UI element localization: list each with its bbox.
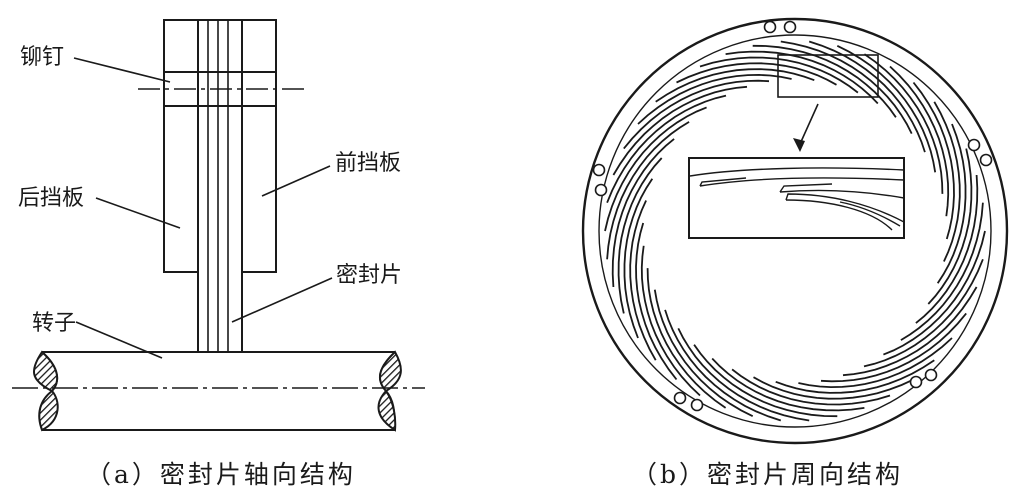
seal-lamella (655, 68, 815, 103)
seal-lamella (623, 79, 770, 150)
seal-lamella (731, 368, 891, 406)
outer-ring (581, 17, 1009, 445)
seal-lamella (676, 62, 837, 86)
seal-lamella (808, 40, 926, 153)
rotor-hatch-right (378, 350, 402, 393)
zoom-arrowhead (793, 138, 805, 152)
seal-lamella (617, 157, 663, 314)
rivet (164, 71, 276, 107)
front-plate (241, 19, 277, 273)
panel-b-circumferential-diagram (581, 17, 1009, 445)
detail-highlight-box (777, 54, 879, 98)
seal-lamella (900, 202, 984, 341)
bolt-hole (690, 398, 704, 412)
seal-lamella (606, 121, 690, 260)
seal-lamella (912, 81, 955, 240)
seal-lamella (836, 44, 937, 173)
seal-lamella (629, 200, 657, 361)
bolt-holes (592, 20, 993, 412)
label-back-plate: 后挡板 (18, 186, 84, 211)
seal-lamella (863, 258, 984, 368)
seal-lamella (611, 138, 675, 288)
seal-lamella (606, 94, 727, 204)
panel-a-axial-diagram (12, 19, 425, 432)
seal-lamella (637, 73, 792, 125)
bolt-hole (763, 20, 777, 34)
leader-lines (73, 57, 333, 359)
seal-lamella (883, 230, 986, 356)
seal-lamella (798, 337, 953, 389)
seal-lamellae (604, 40, 986, 422)
seal-lamella (612, 85, 748, 176)
seal-lamella (863, 53, 944, 194)
detail-zoom-inset (688, 157, 905, 239)
seal-lamella (775, 359, 935, 394)
rotor-hatch-left (33, 350, 59, 393)
bolt-hole (967, 138, 981, 152)
seal-lamella (820, 312, 967, 383)
leader-front-plate (261, 165, 331, 197)
seal-lamella (653, 289, 754, 418)
inner-ring-boundary (598, 34, 992, 428)
bolt-hole (673, 391, 687, 405)
seal-lamella (725, 50, 879, 105)
leader-back-plate (95, 197, 181, 229)
seal-lamella (604, 106, 707, 232)
bolt-hole (592, 163, 606, 177)
seal-lamella (646, 268, 727, 409)
bolt-hole (594, 183, 608, 197)
seal-lamella (711, 357, 865, 412)
bolt-hole (783, 20, 797, 34)
caption-panel-a: （a）密封片轴向结构 (86, 460, 356, 489)
seal-lamella (693, 344, 838, 418)
leader-rotor (75, 321, 163, 359)
label-rivet: 铆钉 (20, 45, 64, 70)
caption-panel-b: （b）密封片周向结构 (632, 460, 903, 489)
seal-lamella (752, 44, 897, 118)
bolt-hole (924, 368, 938, 382)
seal-lamella (640, 245, 701, 397)
seal-lamella (664, 309, 782, 422)
seal-lamella (889, 65, 950, 217)
label-seal-sheet: 密封片 (336, 263, 402, 288)
seal-sheet-stack (197, 19, 243, 352)
seal-lamella (933, 101, 961, 262)
seal-lamella (842, 286, 978, 377)
seal-lamella (780, 40, 913, 135)
zoom-arrow (799, 103, 819, 145)
seal-lamella (753, 376, 914, 400)
seal-lamella (699, 56, 859, 94)
seal-lamella (635, 222, 678, 381)
label-front-plate: 前挡板 (335, 151, 401, 176)
rotor-shaft (33, 350, 402, 432)
leader-seal-sheet (231, 277, 333, 323)
seal-lamella (915, 174, 979, 324)
leader-rivet (73, 57, 171, 83)
seal-lamella (936, 123, 967, 284)
label-rotor: 转子 (32, 311, 76, 336)
zoom-inset-lamellae (689, 167, 904, 231)
seal-lamella (623, 178, 654, 339)
back-plate (163, 19, 199, 273)
seal-lamella (927, 148, 973, 305)
bolt-hole (909, 375, 923, 389)
seal-lamella (677, 327, 810, 422)
bolt-hole (979, 153, 993, 167)
